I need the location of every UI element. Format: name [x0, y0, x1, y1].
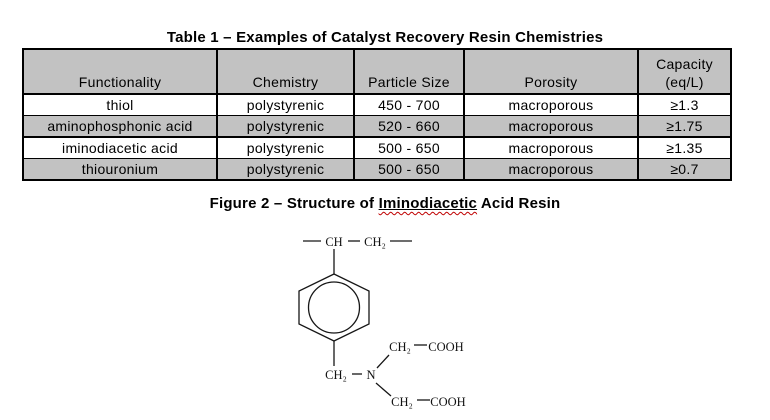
col-header-porosity: Porosity [463, 49, 638, 95]
figure-caption-underlined-word: Iminodiacetic [379, 195, 477, 212]
figure-caption: Figure 2 – Structure of Iminodiacetic Ac… [0, 195, 770, 212]
atom-label-backbone-ch2: CH₂ [364, 235, 386, 249]
cell-functionality: thiol [106, 97, 134, 113]
atom-label-upper-cooh: COOH [428, 340, 463, 354]
cell-particle-size: 450 - 700 [353, 94, 464, 116]
cell-particle-size: 500 - 650 [353, 158, 464, 180]
table-row: thiol polystyrenic 450 - 700 macroporous… [23, 94, 731, 116]
spellcheck-underline: Iminodiacetic [378, 195, 478, 212]
cell-porosity: macroporous [463, 94, 638, 116]
atom-label-benzyl-ch2: CH₂ [325, 368, 347, 382]
atom-label-nitrogen: N [366, 368, 375, 382]
col-header-functionality: Functionality [23, 49, 217, 95]
cell-chemistry: polystyrenic [216, 94, 354, 116]
cell-porosity: macroporous [463, 115, 638, 137]
atom-label-backbone-ch: CH [325, 235, 342, 249]
atom-label-lower-ch2: CH₂ [391, 395, 413, 409]
cell-capacity: ≥1.3 [637, 94, 731, 116]
cell-functionality: iminodiacetic acid [23, 136, 217, 159]
table-row: aminophosphonic acid polystyrenic 520 - … [23, 115, 731, 137]
cell-chemistry: polystyrenic [216, 115, 354, 137]
benzene-ring-hexagon [298, 273, 370, 342]
resin-table-body: thiol polystyrenic 450 - 700 macroporous… [23, 94, 731, 180]
atom-label-lower-cooh: COOH [430, 395, 465, 409]
table-header-row: Functionality Chemistry Particle Size Po… [23, 49, 731, 95]
col-header-capacity: Capacity (eq/L) [637, 49, 731, 95]
cell-capacity: ≥1.75 [637, 115, 731, 137]
figure-caption-suffix: Acid Resin [477, 195, 561, 212]
table-row: thiouronium polystyrenic 500 - 650 macro… [23, 158, 731, 180]
cell-functionality: aminophosphonic acid [23, 115, 217, 137]
table-row: iminodiacetic acid polystyrenic 500 - 65… [23, 136, 731, 159]
atom-label-upper-ch2: CH₂ [389, 340, 411, 354]
cell-capacity: ≥0.7 [637, 158, 731, 180]
cell-chemistry: polystyrenic [216, 158, 354, 180]
cell-functionality: thiouronium [23, 158, 217, 180]
figure-caption-prefix: Figure 2 – Structure of [209, 195, 379, 212]
cell-porosity: macroporous [463, 136, 638, 159]
benzene-ring-circle [307, 281, 361, 334]
bond-n-upper-arm [376, 354, 390, 369]
col-header-particle-size: Particle Size [353, 49, 464, 95]
cell-particle-size: 500 - 650 [353, 136, 464, 159]
col-header-chemistry: Chemistry [216, 49, 354, 95]
cell-particle-size: 520 - 660 [353, 115, 464, 137]
resin-chemistries-table: Functionality Chemistry Particle Size Po… [22, 48, 732, 181]
table-title: Table 1 – Examples of Catalyst Recovery … [166, 29, 604, 46]
cell-capacity: ≥1.35 [637, 136, 731, 159]
bond-n-lower-arm [375, 382, 392, 397]
cell-porosity: macroporous [463, 158, 638, 180]
cell-chemistry: polystyrenic [216, 136, 354, 159]
